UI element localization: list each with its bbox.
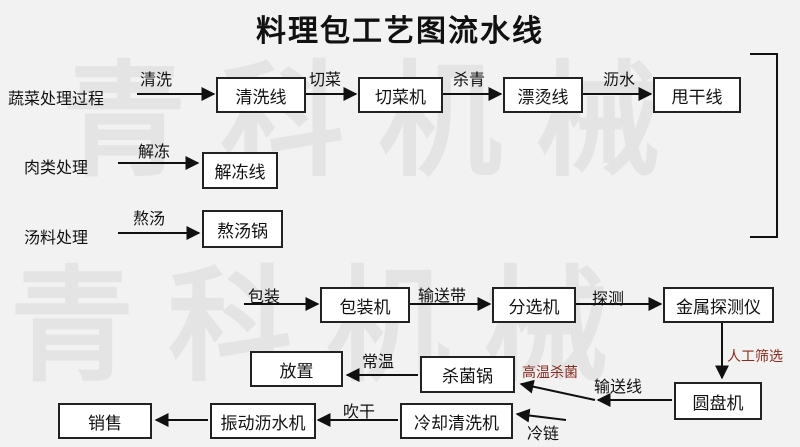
edge-cut: 切菜 [309,70,342,89]
edge-thaw: 解冻 [138,142,171,161]
box-packing-machine: 包装机 [320,287,410,323]
label-meat-source: 肉类处理 [24,158,89,177]
edge-drain: 沥水 [603,70,636,89]
edge-wash: 清洗 [140,70,173,89]
box-blanching-line: 漂烫线 [503,77,583,113]
edge-packing: 包装 [248,287,281,306]
box-washing-line: 清洗线 [216,77,306,113]
label-veg-source: 蔬菜处理过程 [8,89,105,108]
box-storage: 放置 [250,351,343,387]
box-sterilizer: 杀菌锅 [420,356,515,393]
box-rotary-table: 圆盘机 [674,382,762,420]
box-metal-detector: 金属探测仪 [663,287,774,323]
label-soup-source: 汤料处理 [24,228,89,247]
box-thawing-line: 解冻线 [202,152,278,189]
edge-conveyor-belt: 输送带 [418,286,467,305]
edge-room-temp: 常温 [362,352,395,371]
box-cutter: 切菜机 [358,77,443,113]
edge-cold-chain: 冷链 [527,424,560,443]
box-spin-dry-line: 甩干线 [653,77,741,113]
edge-blow-dry: 吹干 [343,402,376,421]
box-sorter: 分选机 [492,287,576,323]
box-sales: 销售 [58,403,152,439]
edge-blanch: 杀青 [453,70,486,89]
box-soup-pot: 熬汤锅 [202,210,283,248]
edge-conveyor-line: 输送线 [594,377,643,396]
arrow-to-sterilizer [519,379,596,401]
box-cooling-washer: 冷却清洗机 [400,403,513,439]
edge-manual-screening: 人工筛选 [727,349,783,365]
edge-boil: 熬汤 [133,209,166,228]
watermark-top: 青科机械 [62,50,695,194]
bracket [750,53,778,238]
arrow-cold-chain [515,408,567,423]
box-vibrating-dewaterer: 振动沥水机 [210,403,316,439]
edge-detect: 探测 [592,289,625,308]
diagram-title: 料理包工艺图流水线 [256,14,544,49]
edge-high-temp-sterilize: 高温杀菌 [522,365,578,381]
